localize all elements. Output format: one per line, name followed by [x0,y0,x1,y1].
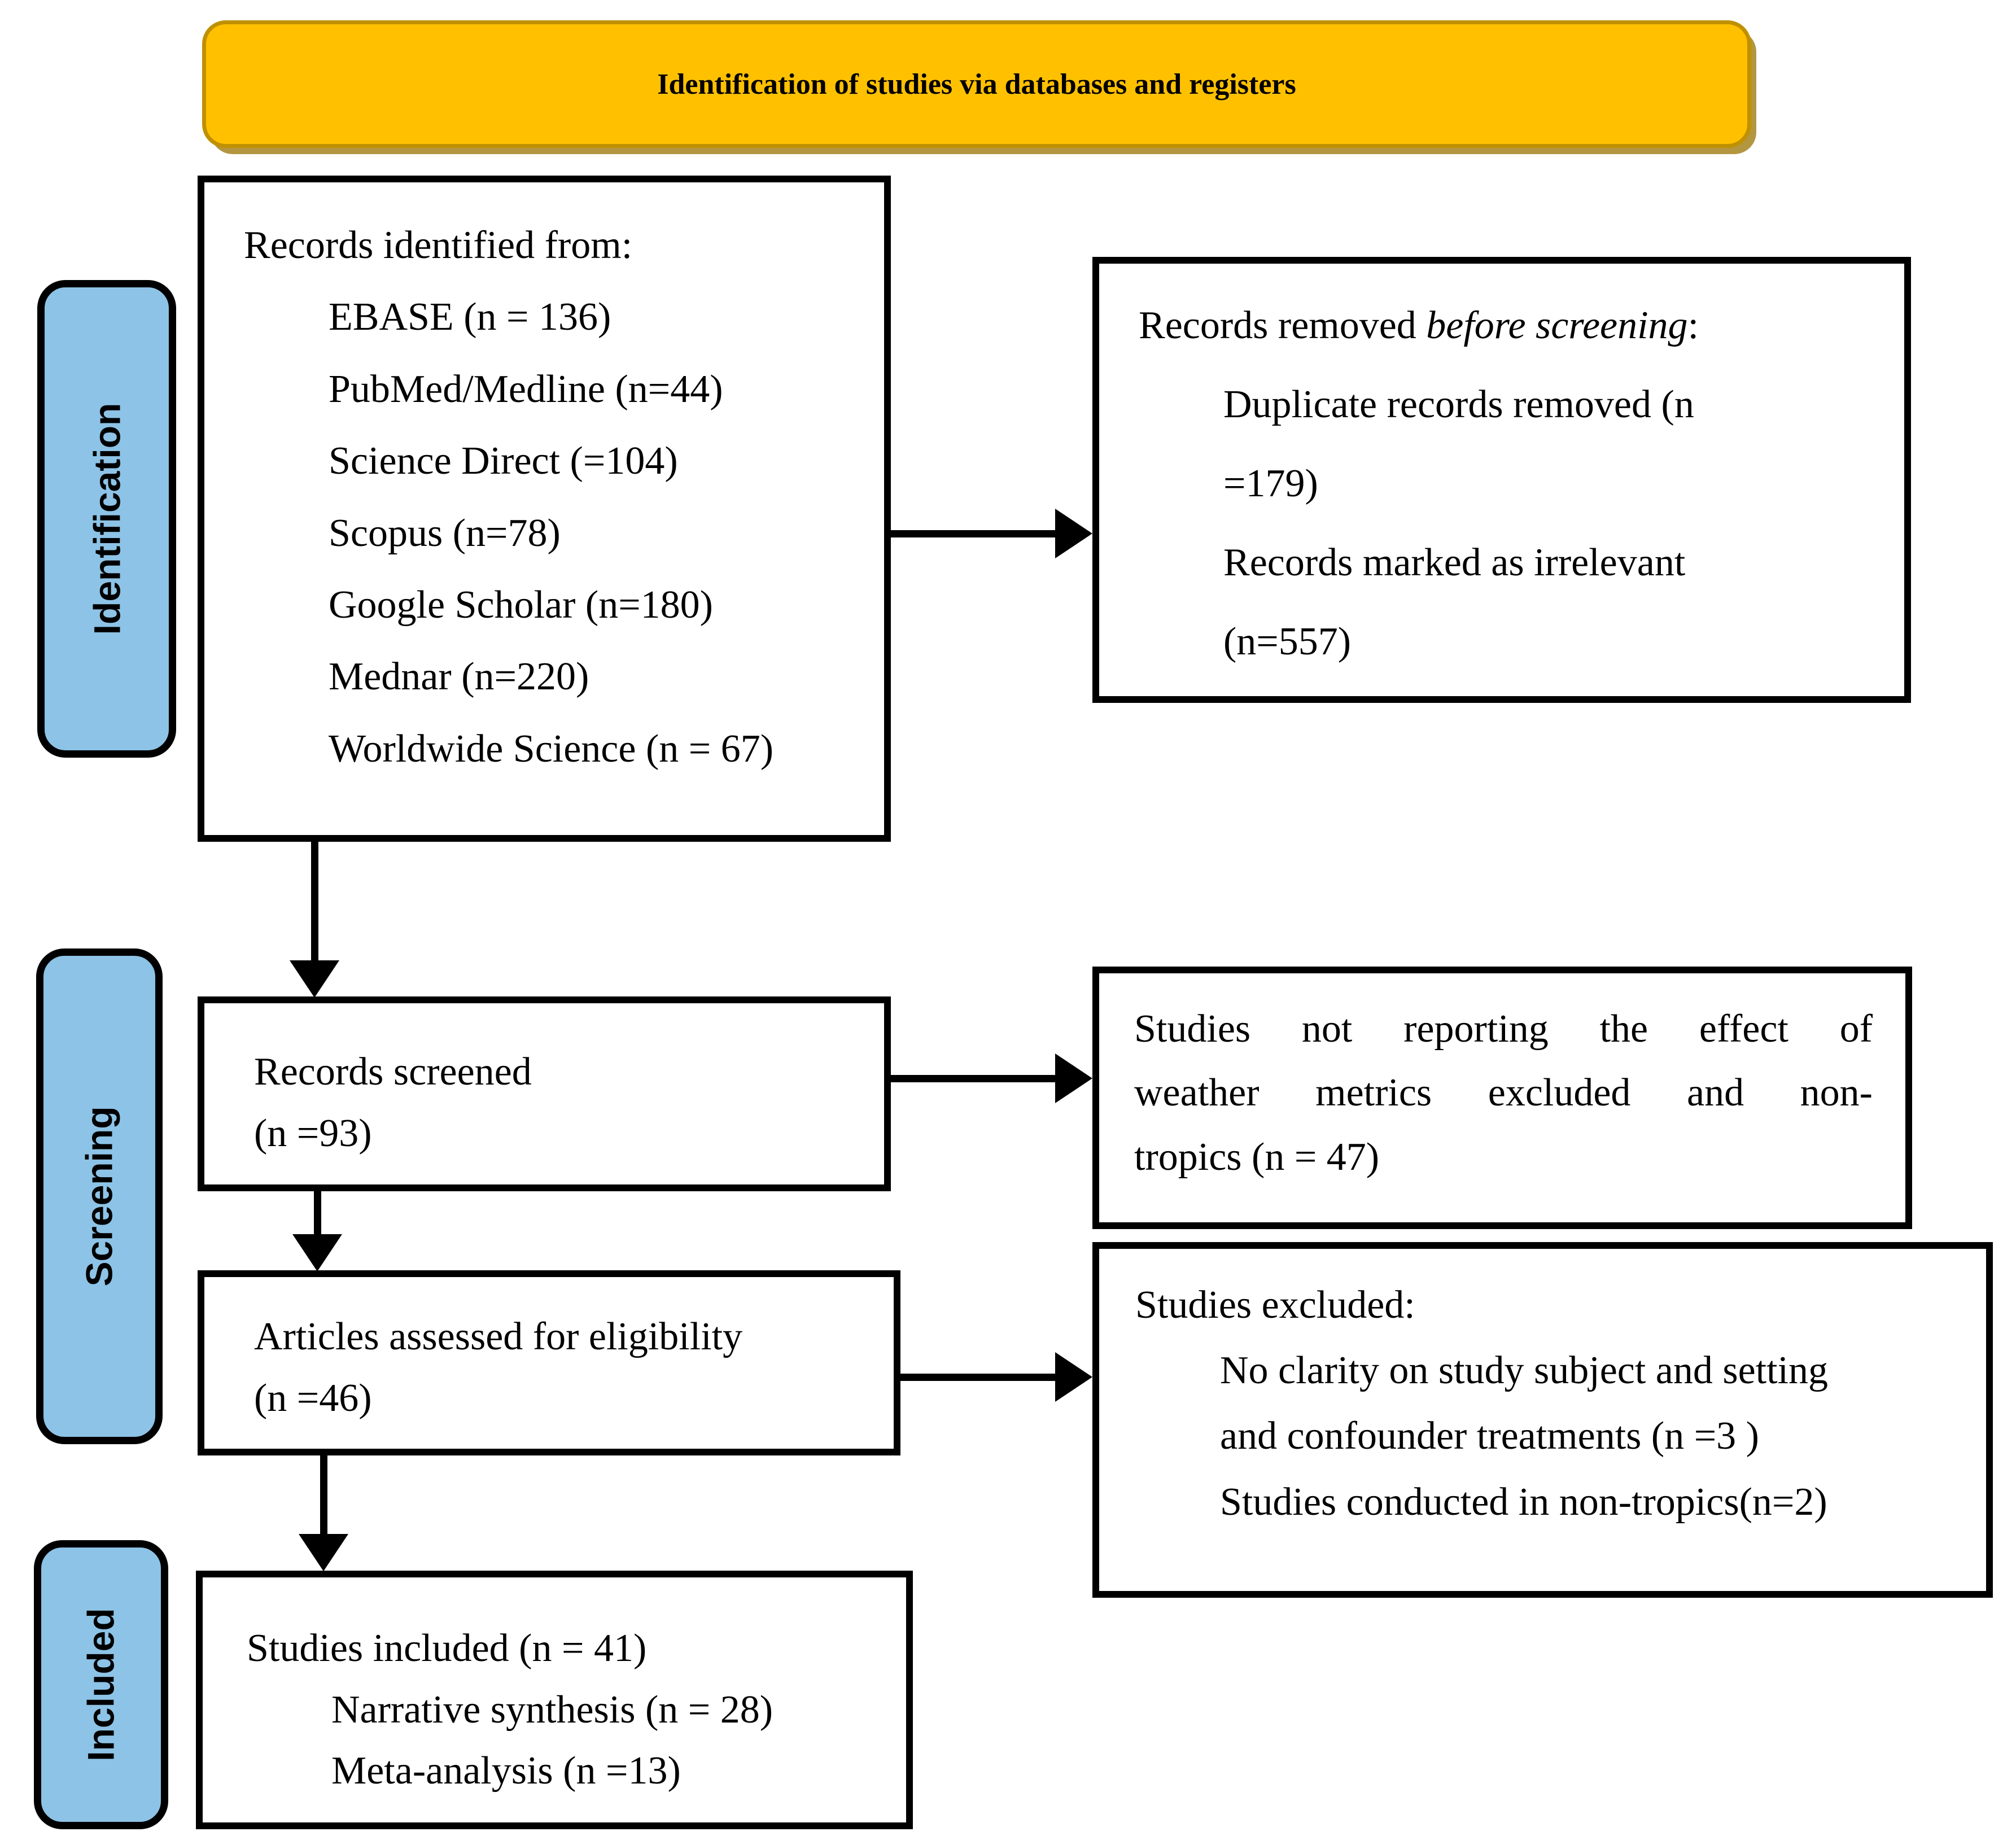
records-removed-intro-suffix: : [1687,304,1699,347]
arrow-identified-to-screened-line [311,841,318,963]
arrow-identified-to-screened-head [290,960,339,998]
arrow-identified-to-removed-head [1055,509,1092,558]
studies-included-item: Meta-analysis (n =13) [331,1749,681,1793]
records-screened-count: (n =93) [254,1111,372,1155]
arrow-assessed-to-excluded-head [1055,1352,1092,1402]
box-records-removed-before-screening: Records removed before screening: Duplic… [1092,257,1911,703]
arrow-screened-to-notreporting-head [1055,1053,1092,1103]
stage-label-screening-text: Screening [78,1106,121,1287]
box-articles-assessed: Articles assessed for eligibility (n =46… [198,1270,900,1455]
records-removed-line: (n=557) [1223,620,1352,663]
arrow-identified-to-removed-line [891,530,1057,537]
studies-excluded-item: No clarity on study subject and setting [1220,1349,1829,1393]
records-removed-intro-prefix: Records removed [1139,304,1427,347]
studies-excluded-item: and confounder treatments (n =3 ) [1220,1414,1759,1458]
records-identified-item: EBASE (n = 136) [329,295,611,339]
records-removed-intro-italic: before screening [1426,304,1688,347]
box-studies-not-reporting: Studies not reporting the effect of weat… [1092,967,1912,1229]
header-banner: Identification of studies via databases … [202,20,1751,148]
stage-label-identification: Identification [37,280,176,758]
box-studies-included: Studies included (n = 41) Narrative synt… [196,1571,913,1829]
records-identified-item: PubMed/Medline (n=44) [329,367,723,411]
arrow-assessed-to-excluded-line [900,1374,1057,1381]
stage-label-included: Included [34,1540,168,1829]
articles-assessed-line: Articles assessed for eligibility [254,1315,743,1358]
records-removed-intro: Records removed before screening: [1139,286,1882,365]
arrow-screened-to-notreporting-line [891,1075,1057,1082]
arrow-screened-to-assessed-line [314,1191,321,1236]
arrow-assessed-to-included-head [299,1534,348,1571]
box-records-identified: Records identified from: EBASE (n = 136)… [198,176,891,842]
header-title: Identification of studies via databases … [657,68,1296,100]
stage-label-screening: Screening [36,948,163,1444]
studies-excluded-item: Studies conducted in non-tropics(n=2) [1220,1480,1827,1524]
records-removed-line: =179) [1223,462,1318,505]
studies-included-item: Narrative synthesis (n = 28) [331,1688,773,1732]
studies-included-intro: Studies included (n = 41) [247,1627,647,1670]
studies-not-reporting-line: weather metrics excluded and non- [1134,1071,1873,1115]
records-removed-line: Duplicate records removed (n [1223,383,1694,426]
records-identified-intro: Records identified from: [244,224,633,267]
studies-excluded-intro: Studies excluded: [1135,1283,1415,1327]
stage-label-identification-text: Identification [86,403,128,635]
records-screened-line: Records screened [254,1050,532,1094]
records-identified-item: Worldwide Science (n = 67) [329,727,774,771]
records-identified-item: Mednar (n=220) [329,655,589,699]
records-removed-line: Records marked as irrelevant [1223,541,1686,584]
arrow-screened-to-assessed-head [292,1234,342,1271]
stage-label-included-text: Included [80,1608,123,1761]
studies-not-reporting-line: Studies not reporting the effect of [1134,1007,1873,1051]
studies-not-reporting-line: tropics (n = 47) [1134,1135,1380,1179]
box-records-screened: Records screened (n =93) [198,996,891,1191]
records-identified-item: Science Direct (=104) [329,439,678,483]
box-studies-excluded: Studies excluded: No clarity on study su… [1092,1242,1993,1598]
articles-assessed-count: (n =46) [254,1376,372,1420]
records-identified-item: Google Scholar (n=180) [329,583,713,627]
arrow-assessed-to-included-line [320,1455,327,1536]
records-identified-item: Scopus (n=78) [329,511,561,555]
